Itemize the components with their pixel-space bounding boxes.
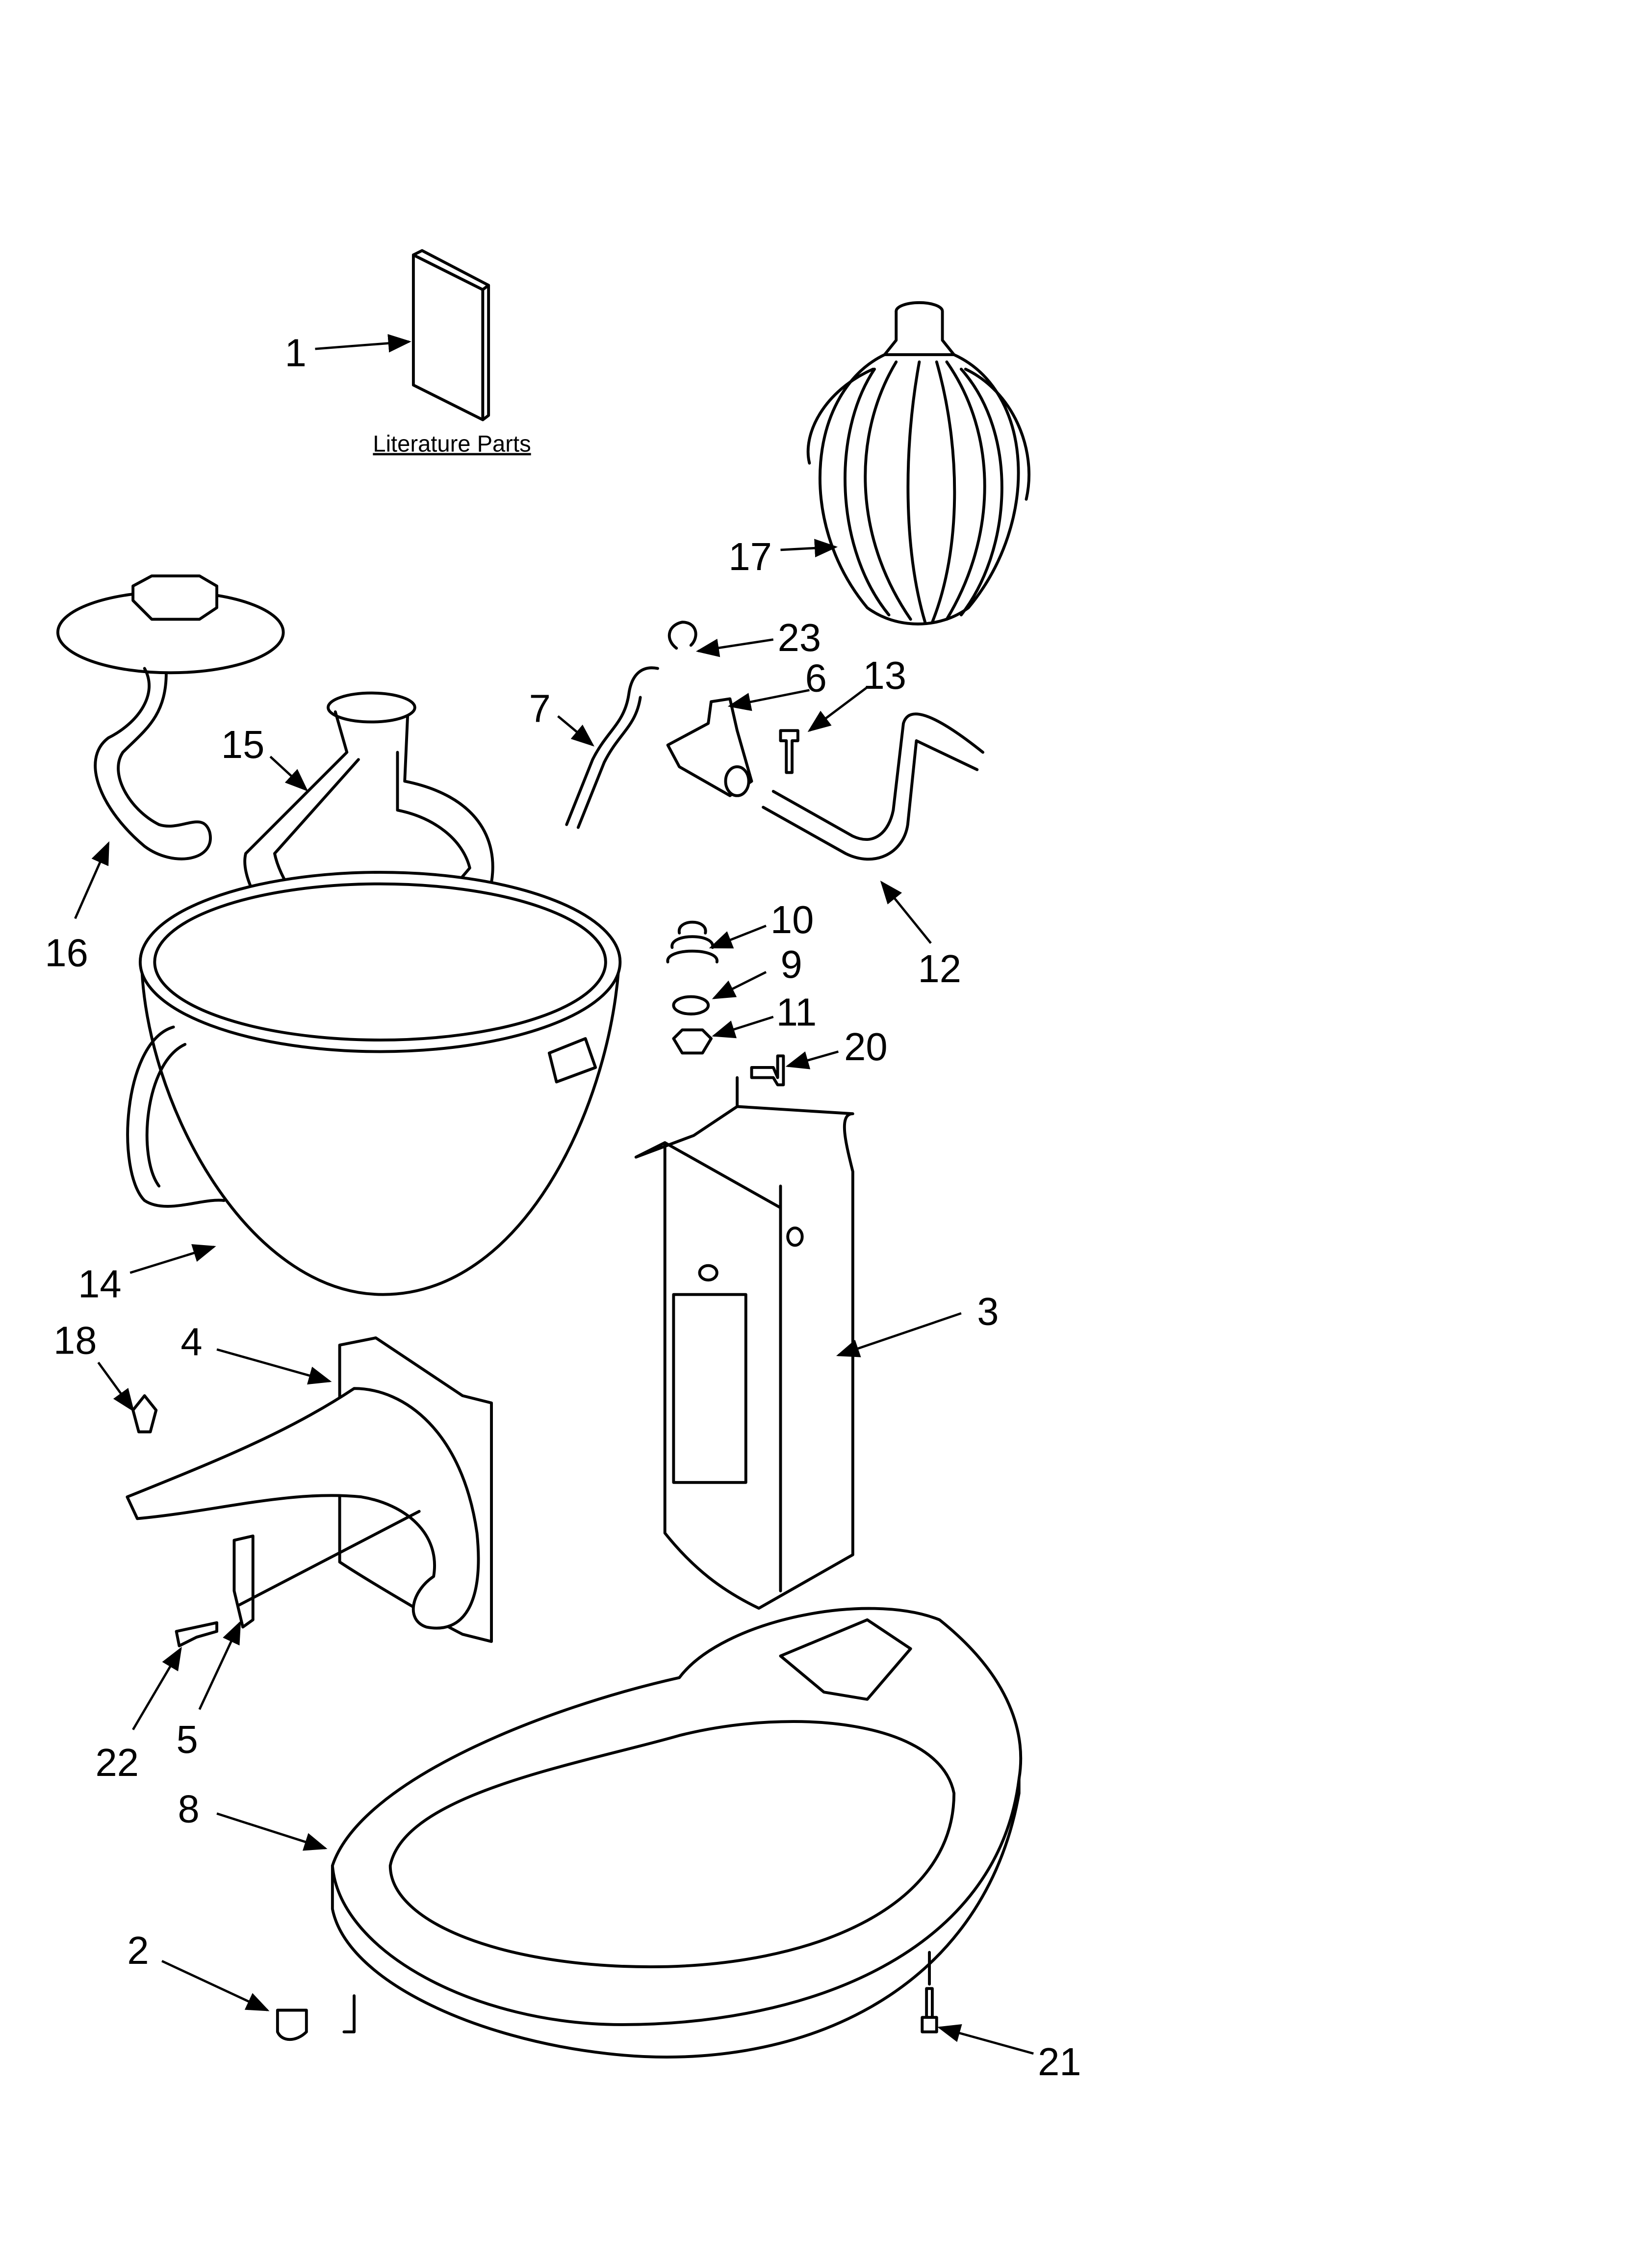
retaining-ring <box>667 621 697 650</box>
callout-22: 22 <box>96 1741 139 1784</box>
callout-13: 13 <box>863 653 906 697</box>
callout-15: 15 <box>221 723 265 766</box>
callout-16: 16 <box>45 931 88 975</box>
callout-4: 4 <box>180 1320 202 1363</box>
screw-part-13 <box>779 729 799 774</box>
callout-14: 14 <box>78 1262 121 1306</box>
callout-12: 12 <box>918 947 961 991</box>
bracket-part-6 <box>666 697 753 797</box>
column-housing <box>634 1105 854 1610</box>
wire-whip <box>806 301 1031 626</box>
rod-part-12 <box>762 712 985 861</box>
callout-18: 18 <box>53 1318 97 1362</box>
screw-part-22 <box>175 1621 219 1647</box>
callout-5: 5 <box>177 1718 198 1761</box>
callout-2: 2 <box>127 1929 149 1972</box>
callout-17: 17 <box>728 535 771 578</box>
callout-3: 3 <box>977 1290 999 1333</box>
callout-1: 1 <box>285 331 307 375</box>
screw-part-20 <box>750 1054 785 1087</box>
callout-11: 11 <box>776 990 817 1034</box>
callout-21: 21 <box>1038 2040 1081 2084</box>
mixer-base <box>331 1607 1023 2059</box>
bowl-support-bracket <box>126 1336 493 1643</box>
callout-7: 7 <box>529 687 551 730</box>
callout-6: 6 <box>805 656 827 700</box>
spring-part-10 <box>666 920 718 964</box>
literature-parts-label: Literature Parts <box>373 430 531 456</box>
callout-20: 20 <box>844 1025 888 1069</box>
dough-hook <box>56 574 285 860</box>
nut-part-11 <box>672 1028 713 1055</box>
foot-part-2 <box>276 2008 308 2041</box>
shaft-part-7 <box>565 666 659 829</box>
callout-10: 10 <box>770 898 814 941</box>
washer-part-9 <box>672 995 710 1016</box>
literature-booklet <box>411 249 490 421</box>
callout-8: 8 <box>178 1787 200 1830</box>
clip-part-5 <box>232 1534 255 1629</box>
callout-9: 9 <box>780 942 802 986</box>
callout-23: 23 <box>778 616 821 659</box>
foot-bracket <box>342 1994 356 2033</box>
mixing-bowl <box>126 871 622 1296</box>
screw-part-21 <box>921 1987 938 2033</box>
